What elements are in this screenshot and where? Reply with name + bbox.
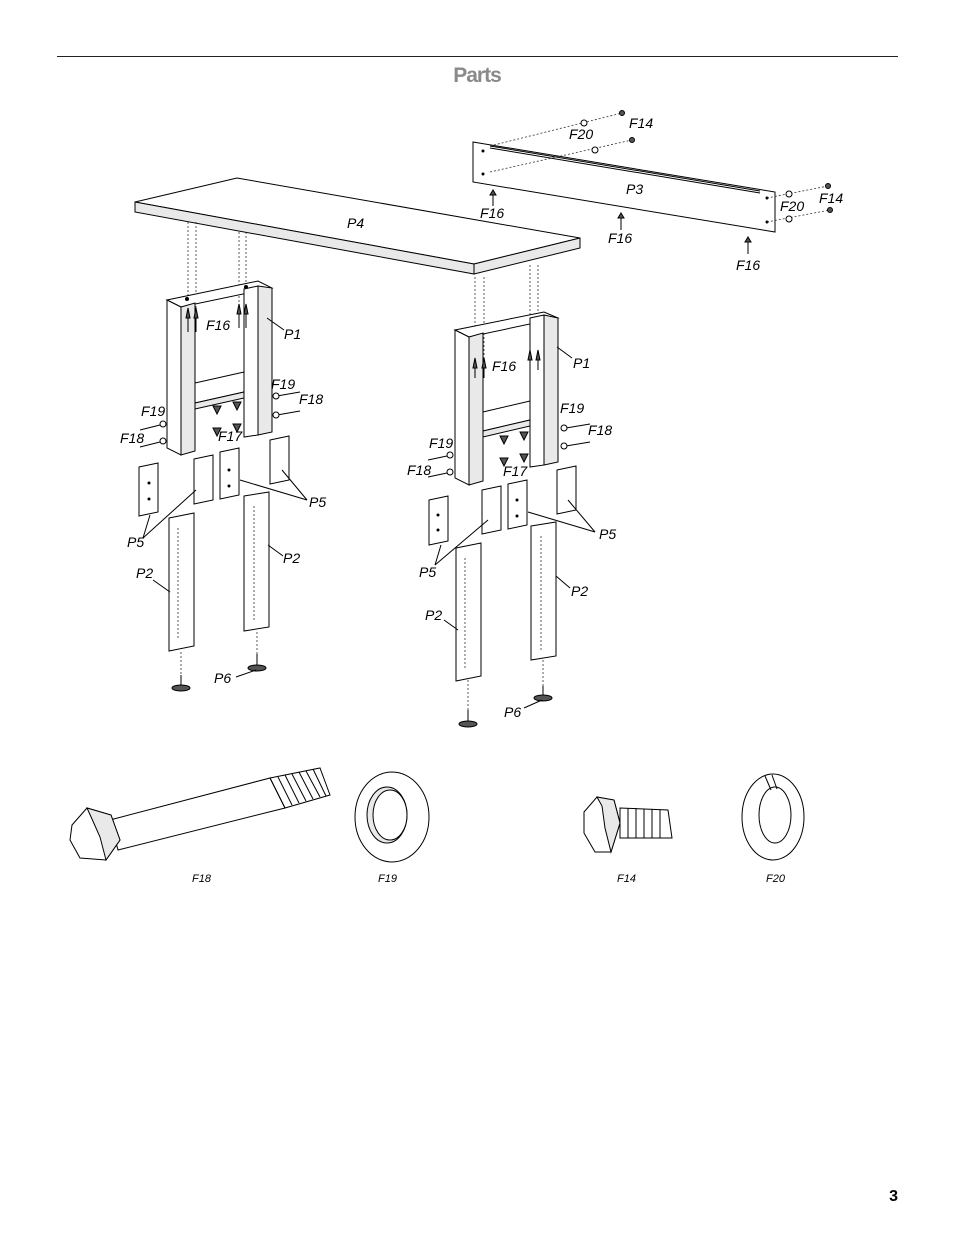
label-p5-left-l: P5 <box>127 534 144 550</box>
label-f18-left-l: F18 <box>120 430 144 446</box>
label-f18-right-l: F18 <box>407 462 431 478</box>
label-f16-p3-left: F16 <box>480 205 504 221</box>
label-f19-left-r: F19 <box>271 376 295 392</box>
part-p2-legs-left <box>168 491 270 652</box>
label-f18-left-r: F18 <box>299 391 323 407</box>
caption-f19: F19 <box>378 873 397 885</box>
page-title: Parts <box>453 64 502 87</box>
label-p4: P4 <box>347 215 364 231</box>
label-f14-top: F14 <box>629 115 653 131</box>
label-f16-left: F16 <box>206 317 230 333</box>
f16-screws-right-frame <box>472 349 541 378</box>
f17-clips-right <box>499 431 529 468</box>
label-f17-left: F17 <box>218 428 243 444</box>
header-rule <box>57 56 898 57</box>
f17-clips-left <box>212 401 242 438</box>
label-p5-right-l: P5 <box>419 564 436 580</box>
label-p3: P3 <box>626 181 643 197</box>
diagram-labels: F14 F20 P3 F14 F20 F16 P4 F16 F16 F16 P1… <box>120 115 843 720</box>
part-p5-brackets-right <box>428 465 577 546</box>
part-p3-back-panel <box>472 141 776 233</box>
part-p1-right-frame <box>453 311 560 486</box>
label-p6-right: P6 <box>504 704 521 720</box>
label-p2-right-l: P2 <box>425 607 442 623</box>
f16-screws-left-frame <box>185 303 249 332</box>
leader-lines <box>142 317 596 709</box>
label-p2-right-r: P2 <box>571 583 588 599</box>
f18-bolt-closeup <box>69 767 331 862</box>
label-p6-left: P6 <box>214 670 231 686</box>
label-f18-right-r: F18 <box>588 422 612 438</box>
label-f19-right-l: F19 <box>429 435 453 451</box>
f18-f19-bolts-right <box>427 423 591 478</box>
f14-bolt-closeup <box>583 796 673 854</box>
hardware-captions: F18 F19 F14 F20 <box>192 873 786 885</box>
label-f16-p3-mid: F16 <box>608 230 632 246</box>
part-p6-feet-right <box>458 686 553 728</box>
f18-f19-bolts-left <box>139 391 301 448</box>
f20-lock-washer-closeup <box>741 773 805 861</box>
label-f19-right-r: F19 <box>560 400 584 416</box>
f14-f20-hardware-top <box>489 110 833 223</box>
caption-f20: F20 <box>766 873 786 885</box>
label-p2-left-r: P2 <box>283 550 300 566</box>
label-f17-right: F17 <box>503 463 528 479</box>
label-f20-right: F20 <box>780 198 804 214</box>
guide-lines <box>180 222 544 715</box>
label-f19-left-l: F19 <box>141 403 165 419</box>
part-p6-feet-left <box>171 654 267 692</box>
label-p5-right-r: P5 <box>599 526 616 542</box>
caption-f14: F14 <box>617 873 636 885</box>
part-p4-top <box>134 177 581 275</box>
f19-washer-closeup <box>354 771 430 863</box>
label-f14-right: F14 <box>819 190 843 206</box>
label-f16-p3-right: F16 <box>736 257 760 273</box>
label-p2-left-l: P2 <box>136 565 153 581</box>
label-p5-left-r: P5 <box>309 494 326 510</box>
label-f20-top: F20 <box>569 126 593 142</box>
caption-f18: F18 <box>192 873 212 885</box>
f16-screws-p3 <box>489 189 752 254</box>
label-f16-right: F16 <box>492 358 516 374</box>
label-p1-left: P1 <box>284 326 301 342</box>
label-p1-right: P1 <box>573 355 590 371</box>
part-p1-left-frame <box>165 280 274 456</box>
part-p5-brackets-left <box>138 435 290 517</box>
part-p2-legs-right <box>455 521 557 682</box>
page-number: 3 <box>889 1188 898 1205</box>
